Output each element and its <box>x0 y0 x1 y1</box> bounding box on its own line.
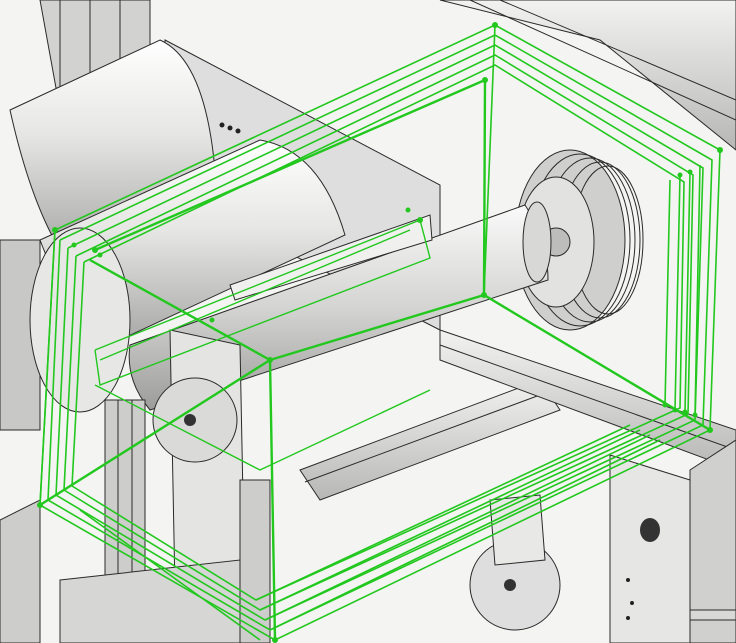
large-roller-front[interactable] <box>29 139 346 413</box>
frame-rail-top-right[interactable] <box>439 0 736 151</box>
pulley-lower[interactable] <box>469 494 561 631</box>
frame-post-left[interactable] <box>0 0 151 431</box>
right-side-plate[interactable] <box>609 439 736 643</box>
bearing-block-left[interactable] <box>152 329 246 601</box>
selection-wireframe <box>39 24 721 641</box>
wireframe-vertices <box>37 22 723 643</box>
